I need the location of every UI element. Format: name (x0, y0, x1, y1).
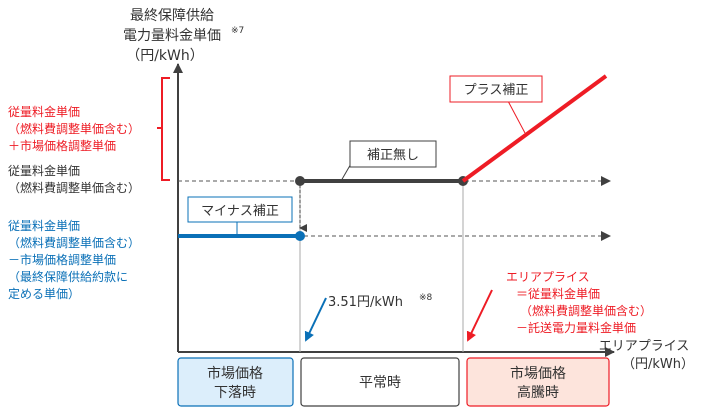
minus-correction-point (295, 231, 305, 241)
no-correction-callout-box (349, 140, 437, 168)
y-axis-label-line-1: 最終保障供給 (130, 8, 214, 24)
normal-period-box (300, 357, 460, 407)
y-axis-label-line-3: （円/kWh） (126, 48, 204, 64)
price-surge-box (466, 357, 610, 407)
minus-correction-callout-box (187, 196, 293, 223)
middle-label-line-2: （燃料費調整単価含む） (8, 180, 140, 195)
plus-correction-line (461, 74, 608, 183)
minus-correction-callout-text: マイナス補正 (201, 204, 279, 219)
lower-label-line-3: －市場価格調整単価 (8, 252, 116, 267)
price-drop-box (177, 357, 294, 407)
price-surge-box-line-2: 高騰時 (517, 384, 559, 401)
price-drop-box-line-1: 市場価格 (207, 365, 263, 382)
x-axis-label-line-1: エリアプライス (599, 339, 690, 354)
lower-label-line-5: 定める単価） (8, 286, 80, 301)
x-axis-label-line-2: （円/kWh） (622, 357, 694, 372)
upper-label-line-1: 従量料金単価 (8, 104, 80, 119)
upper-range-bracket (161, 77, 170, 181)
plus-correction-callout-leader (507, 100, 526, 134)
threshold-note: ※8 (419, 293, 433, 303)
area-price-note-line-3: （燃料費調整単価含む） (520, 303, 652, 318)
area-price-note-line-4: －託送電力量料金単価 (516, 320, 636, 335)
no-correction-callout-text: 補正無し (367, 148, 419, 163)
plus-correction-callout-text: プラス補正 (464, 83, 529, 98)
lower-label-line-2: （燃料費調整単価含む） (8, 235, 140, 250)
threshold-value: 3.51円/kWh (328, 295, 403, 310)
lower-label-line-1: 従量料金単価 (8, 218, 80, 233)
price-surge-box-line-1: 市場価格 (510, 365, 566, 382)
y-axis-label-note: ※7 (231, 26, 244, 36)
price-drop-box-line-2: 下落時 (214, 385, 256, 401)
no-correction-start-point (295, 176, 305, 186)
area-price-note-line-1: エリアプライス (506, 270, 590, 284)
y-axis-label-line-2: 電力量料金単価 (123, 28, 221, 44)
area-price-note-line-2: ＝従量料金単価 (516, 286, 600, 301)
middle-label-line-1: 従量料金単価 (8, 163, 80, 178)
normal-period-box-text: 平常時 (359, 375, 401, 391)
area-price-arrow (466, 289, 493, 342)
upper-label-line-2: （燃料費調整単価含む） (8, 121, 140, 136)
plus-correction-callout-box (449, 75, 543, 103)
lower-label-line-4: （最終保障供給約款に (8, 269, 128, 284)
threshold-arrow (304, 297, 327, 342)
upper-label-line-3: ＋市場価格調整単価 (8, 138, 116, 153)
